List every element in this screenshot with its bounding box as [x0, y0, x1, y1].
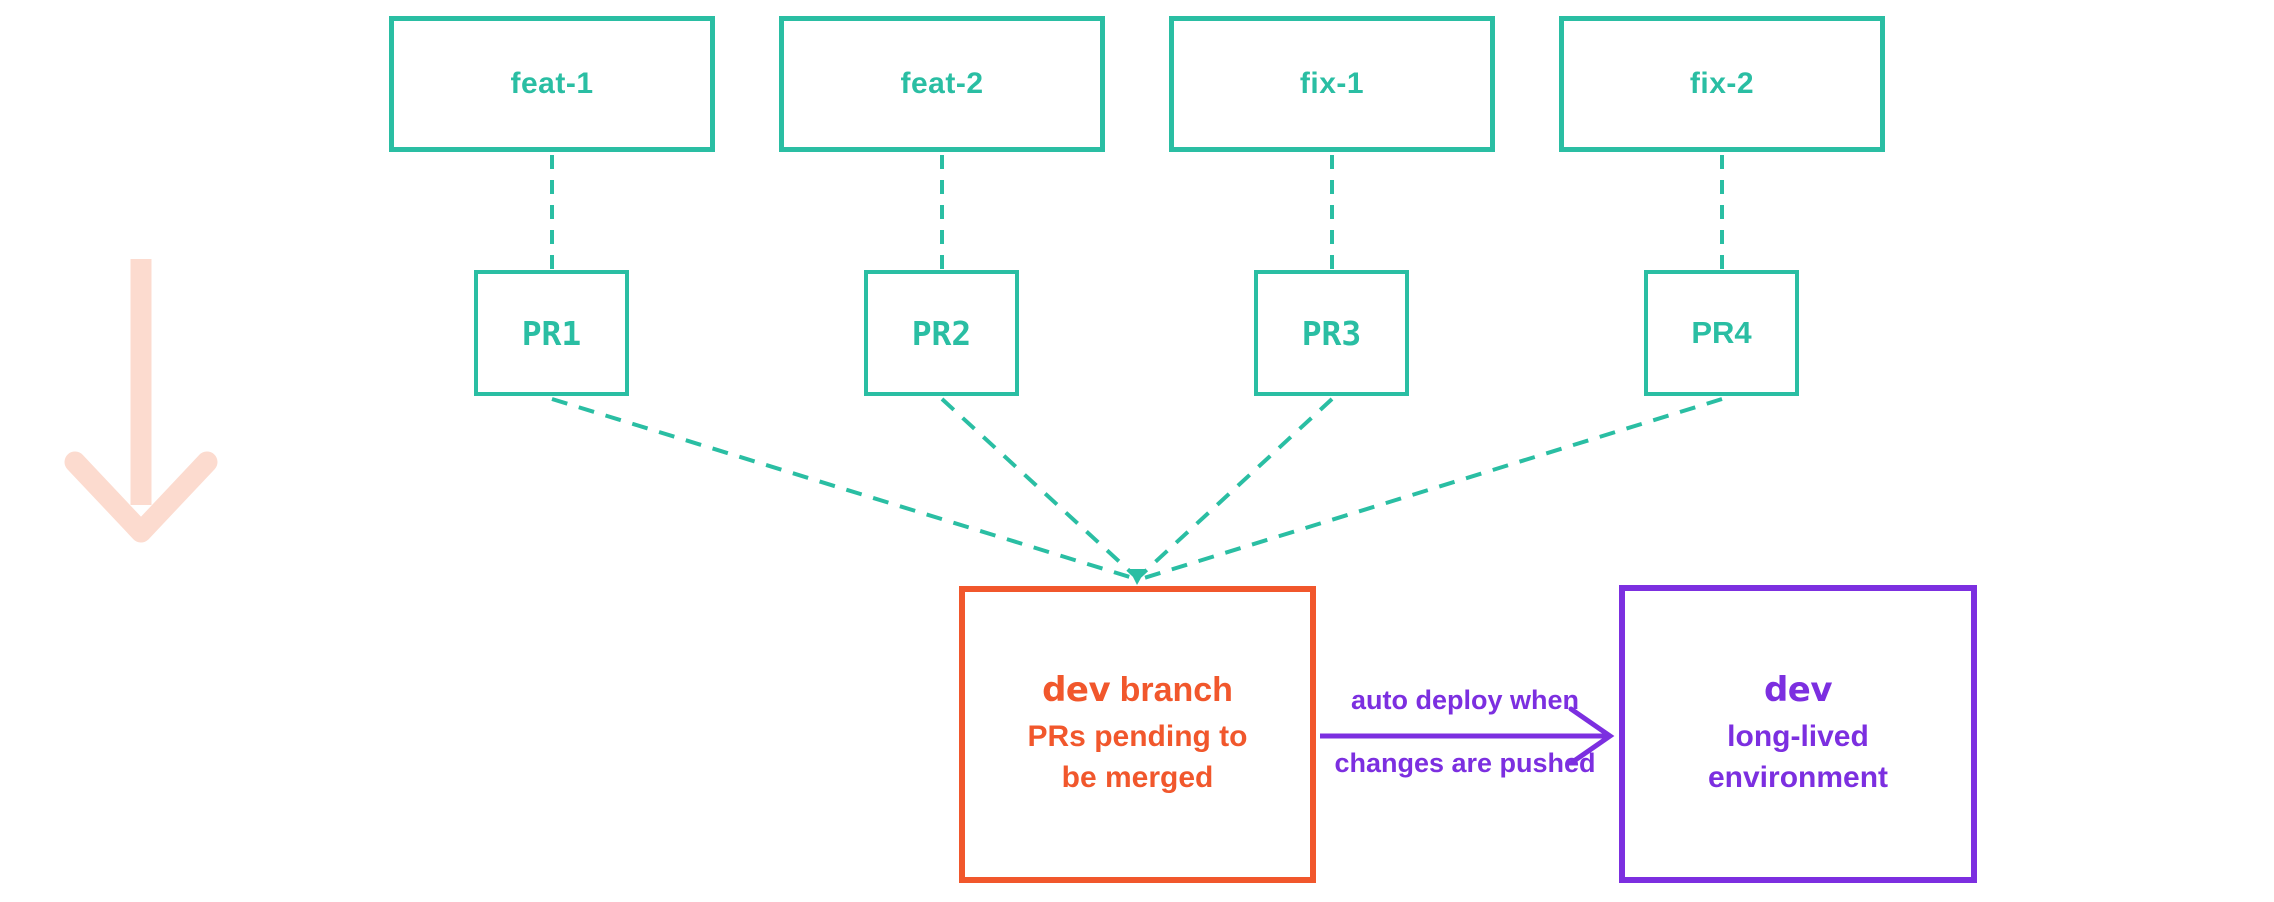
pr-label: PR2 [911, 313, 972, 353]
branch-box-fix-1: fix-1 [1169, 16, 1495, 152]
down-arrow-icon [64, 259, 218, 543]
branch-label: feat-1 [510, 67, 594, 100]
dev-branch-title: dev branch [1042, 670, 1233, 711]
dev-branch-subtitle-line: be merged [1061, 761, 1214, 795]
dev-env-subtitle-line: long-lived [1727, 719, 1869, 753]
branch-box-feat-1: feat-1 [389, 16, 715, 152]
deploy-arrow-icon [1320, 706, 1615, 766]
branch-label: fix-1 [1299, 67, 1365, 100]
pr-box-pr2: PR2 [864, 270, 1019, 396]
pr-label: PR4 [1691, 315, 1752, 350]
pr-label: PR1 [521, 313, 582, 353]
deploy-arrow-label-top: auto deploy when [1350, 685, 1579, 715]
dev-branch-box: dev branch PRs pending to be merged [959, 586, 1316, 883]
pr-box-pr3: PR3 [1254, 270, 1409, 396]
merge-arrowhead-icon [1129, 569, 1146, 585]
branch-to-pr-lines [550, 155, 1724, 272]
pr-label: PR3 [1301, 313, 1362, 353]
dev-env-title: dev [1763, 669, 1833, 710]
branch-box-fix-2: fix-2 [1559, 16, 1885, 152]
dev-environment-box: dev long-lived environment [1619, 585, 1977, 883]
dev-branch-title-bold: dev [1042, 670, 1111, 711]
deploy-arrow-label-bottom: changes are pushed [1334, 748, 1596, 778]
branch-label: fix-2 [1689, 67, 1755, 100]
pr-box-pr1: PR1 [474, 270, 629, 396]
dev-branch-subtitle-line: PRs pending to [1027, 720, 1248, 753]
branch-label: feat-2 [900, 67, 984, 100]
pr-box-pr4: PR4 [1644, 270, 1799, 396]
pr-merge-lines [551, 397, 1723, 580]
dev-env-subtitle-line: environment [1707, 760, 1889, 794]
dev-branch-title-rest: branch [1110, 671, 1233, 710]
branch-box-feat-2: feat-2 [779, 16, 1105, 152]
